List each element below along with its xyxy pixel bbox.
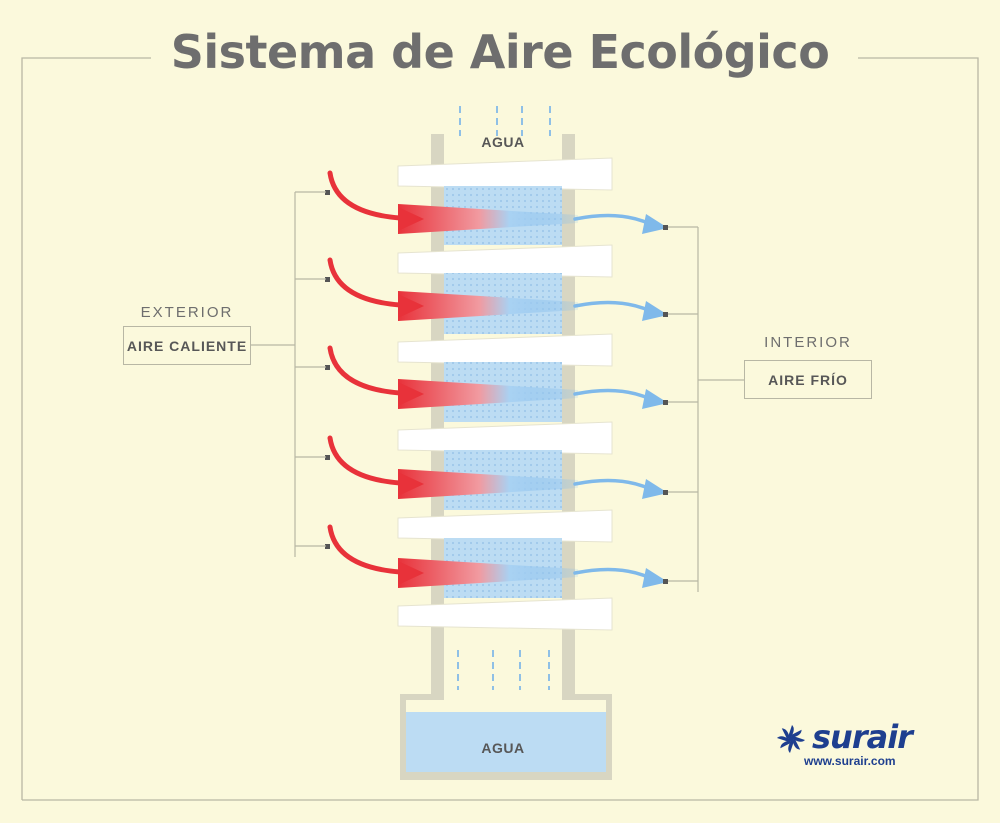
water-bottom-label: AGUA (481, 740, 525, 756)
hot-air-arrowhead (398, 382, 424, 406)
cold-air-arrow (573, 478, 652, 491)
fan-blade (788, 725, 794, 737)
hot-air-arrow (327, 345, 403, 396)
frame-right-line (22, 57, 979, 801)
cooling-fin (397, 333, 613, 367)
outlet-marker (663, 312, 668, 317)
cold-air-arrow (573, 213, 652, 226)
air-stream (398, 291, 578, 321)
cold-air-arrow (573, 388, 652, 401)
fan-blade (777, 736, 789, 742)
interior-caption: INTERIOR (764, 334, 852, 351)
hot-air-arrow (327, 524, 403, 575)
cold-air-arrowhead (642, 301, 668, 321)
fan-blade (788, 741, 794, 753)
hot-air-arrow (327, 435, 403, 486)
cold-air-arrow (573, 300, 652, 313)
outlet-marker (663, 579, 668, 584)
frame-left-line (21, 57, 162, 800)
inlet-marker (325, 365, 330, 370)
outlet-marker (663, 400, 668, 405)
fan-blade (793, 736, 805, 742)
outlet-marker (663, 490, 668, 495)
cold-air-arrowhead (642, 479, 668, 499)
fan-blade (781, 728, 790, 740)
hot-air-box: AIRE CALIENTE (123, 326, 251, 365)
hot-air-arrow (327, 257, 403, 308)
hot-air-arrowhead (398, 472, 424, 496)
fan-blade (792, 738, 801, 750)
cold-air-box: AIRE FRÍO (744, 360, 872, 399)
cold-air-arrow (573, 567, 652, 580)
brand-url: www.surair.com (804, 754, 896, 768)
air-stream (398, 379, 578, 409)
inlet-marker (325, 455, 330, 460)
water-top-label: AGUA (481, 134, 525, 150)
exterior-caption: EXTERIOR (140, 304, 234, 321)
air-stream (398, 469, 578, 499)
inlet-marker (325, 277, 330, 282)
hot-air-arrow (327, 170, 403, 221)
fan-icon (777, 725, 805, 753)
fan-blade (790, 729, 802, 738)
cold-air-arrowhead (642, 389, 668, 409)
cold-air-arrowhead (642, 214, 668, 234)
fan-blade (780, 740, 792, 749)
tower-post-left (431, 134, 444, 696)
water-tank-fill (406, 712, 606, 772)
air-stream (398, 204, 578, 234)
cooling-fin (397, 157, 613, 191)
cooling-fin (397, 421, 613, 455)
cooling-fin (397, 509, 613, 543)
title-text: Sistema de Aire Ecológico (150, 25, 850, 79)
cooling-fin (397, 597, 613, 631)
outlet-marker (663, 225, 668, 230)
hot-air-arrowhead (398, 294, 424, 318)
hot-air-arrowhead (398, 561, 424, 585)
inlet-marker (325, 190, 330, 195)
air-stream (398, 558, 578, 588)
cooling-fin (397, 244, 613, 278)
fan-hub (788, 736, 794, 742)
hot-air-arrowhead (398, 207, 424, 231)
brand-logo: surair (812, 718, 913, 756)
cold-air-arrowhead (642, 568, 668, 588)
inlet-marker (325, 544, 330, 549)
page-title: Sistema de Aire Ecológico (0, 22, 1000, 82)
